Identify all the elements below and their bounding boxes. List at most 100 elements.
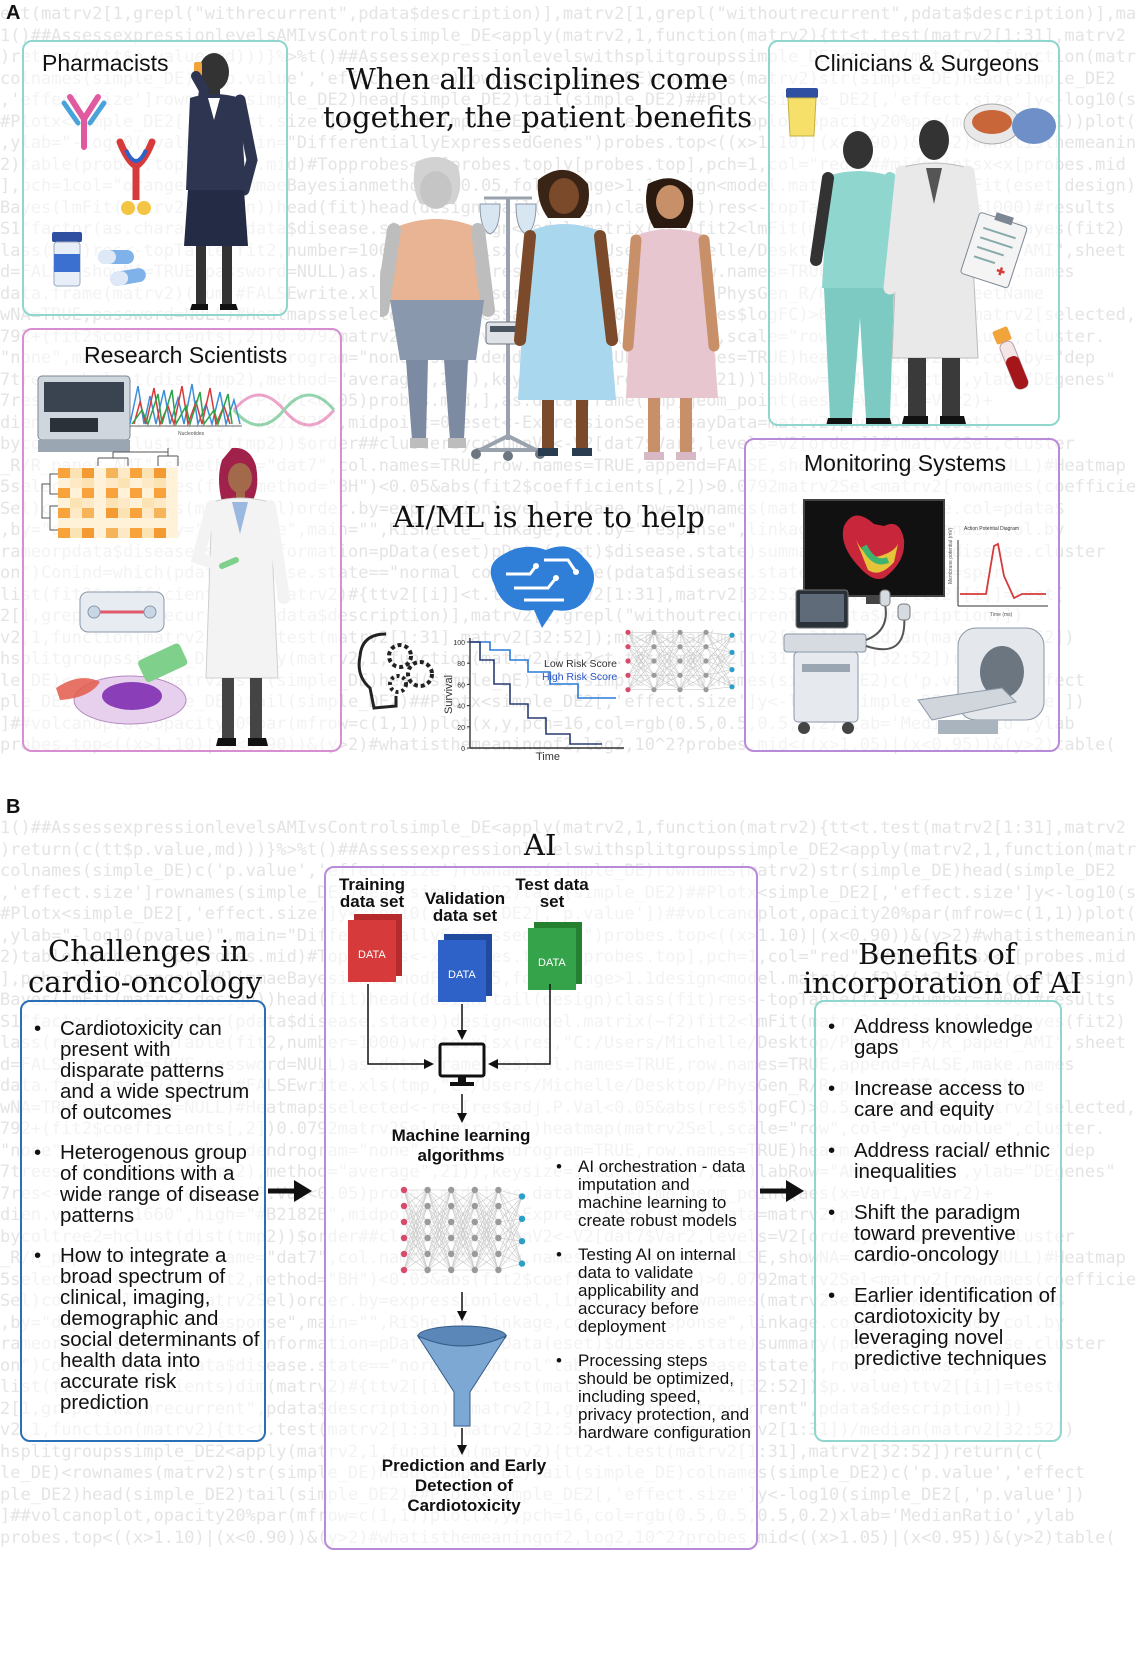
monitoring-illustration: Action Potential Diagram Membrane potent… <box>783 499 1048 734</box>
nn-node <box>651 629 657 635</box>
test-data-icon: DATA <box>528 922 582 990</box>
nn-node <box>400 1202 408 1210</box>
nn-edge <box>653 675 681 690</box>
nn-edge <box>627 632 655 676</box>
nn-edge <box>705 652 733 676</box>
action-potential-xlabel: Time (ms) <box>990 612 1013 618</box>
challenges-box: Cardiotoxicity can present with disparat… <box>20 1000 266 1442</box>
high-risk-label: High Risk Score <box>542 671 617 683</box>
heatmap-cell <box>70 528 82 538</box>
nn-node <box>729 667 735 673</box>
nn-node <box>471 1202 478 1210</box>
nn-edge <box>705 632 733 670</box>
heatmap-cell <box>58 498 70 508</box>
nn-edge <box>450 1237 476 1271</box>
challenge-item: How to integrate a broad spectrum of cli… <box>22 1245 264 1413</box>
patient-older-figure <box>380 156 495 448</box>
heatmap-cell <box>166 528 178 538</box>
nn-node <box>703 644 709 650</box>
heatmap-cell <box>118 528 130 538</box>
nn-edge <box>403 1253 428 1271</box>
nn-edge <box>705 635 733 676</box>
circuit-brain-icon <box>490 546 595 628</box>
nn-edge <box>498 1189 523 1242</box>
nn-edge <box>474 1189 499 1239</box>
nn-edge <box>705 646 733 653</box>
nn-edge <box>474 1221 499 1271</box>
ai-help-heading: AI/ML is here to help <box>393 500 705 534</box>
heatmap-cell <box>82 508 94 518</box>
nn-node <box>471 1250 478 1258</box>
funnel-icon <box>416 1325 508 1427</box>
capsule-icon <box>98 250 146 286</box>
specimen-cup-icon <box>786 88 818 137</box>
low-risk-curve <box>470 641 616 699</box>
heatmap-cell <box>166 468 178 478</box>
nn-edge <box>705 652 733 690</box>
nn-edge <box>705 660 733 688</box>
pill-bottle-icon <box>52 232 82 287</box>
nn-edge <box>403 1205 428 1271</box>
nn-edge <box>705 660 733 670</box>
nn-node <box>448 1250 455 1258</box>
survival-xlabel: Time <box>536 751 560 763</box>
ai-flow-diagram: DATA DATA DATA <box>348 914 582 1455</box>
nn-node <box>448 1266 455 1274</box>
nn-edge <box>427 1189 452 1239</box>
heatmap-cell <box>58 528 70 538</box>
heatmap-cell <box>82 498 94 508</box>
nn-node <box>400 1186 408 1194</box>
test-label: Test data set <box>515 875 589 911</box>
nn-edge <box>403 1221 428 1271</box>
nn-edge <box>427 1237 452 1271</box>
heatmap-cell <box>94 518 106 528</box>
monitoring-label: Monitoring Systems <box>804 450 1006 476</box>
nn-node <box>625 658 631 664</box>
nn-node <box>651 672 657 678</box>
heatmap-cell <box>70 518 82 528</box>
challenges-title-1: Challenges in <box>48 934 249 968</box>
heatmap-cell <box>130 528 142 538</box>
data-label: DATA <box>538 957 566 969</box>
nn-node <box>651 658 657 664</box>
nn-edge <box>450 1189 476 1255</box>
nn-edge <box>498 1221 523 1264</box>
nn-edge <box>427 1189 452 1271</box>
nn-node <box>651 644 657 650</box>
heatmap-cell <box>82 478 94 488</box>
challenges-title-2: cardio-oncology <box>28 965 263 999</box>
dna-icon <box>232 393 336 427</box>
survival-ylabel: Survival <box>443 675 455 714</box>
survival-tick-label: 20 <box>457 725 465 732</box>
heatmap-cell <box>130 468 142 478</box>
heatmap-cell <box>58 468 70 478</box>
benefit-item: Shift the paradigm toward preventive car… <box>816 1202 1060 1265</box>
benefits-box: Address knowledge gaps Increase access t… <box>814 1000 1062 1442</box>
patient-gown-pink-figure <box>622 178 720 460</box>
nn-edge <box>705 632 733 636</box>
arrow-right-icon <box>268 1180 312 1202</box>
nn-edge <box>498 1218 523 1223</box>
mri-scanner-icon <box>917 627 1045 734</box>
heatmap-cell <box>154 498 166 508</box>
heatmap-cell <box>130 478 142 488</box>
heatmap-cell <box>106 498 118 508</box>
ultrasound-machine-icon <box>783 589 911 734</box>
nn-node <box>424 1266 431 1274</box>
challenge-item: Heterogenous group of conditions with a … <box>22 1142 264 1226</box>
nn-node <box>400 1266 408 1274</box>
nn-node <box>677 629 683 635</box>
heatmap-cell <box>118 518 130 528</box>
nn-node <box>518 1260 526 1267</box>
nn-edge <box>679 632 707 647</box>
nn-edge <box>427 1205 452 1271</box>
heatmap-cell <box>154 478 166 488</box>
nn-edge <box>627 660 655 690</box>
heatmap-cell <box>82 528 94 538</box>
pharmacists-label: Pharmacists <box>42 50 169 76</box>
nn-node <box>471 1266 478 1274</box>
nn-edge <box>653 632 681 647</box>
heatmap-cell <box>142 498 154 508</box>
nn-node <box>625 687 631 693</box>
nn-node <box>518 1215 526 1222</box>
